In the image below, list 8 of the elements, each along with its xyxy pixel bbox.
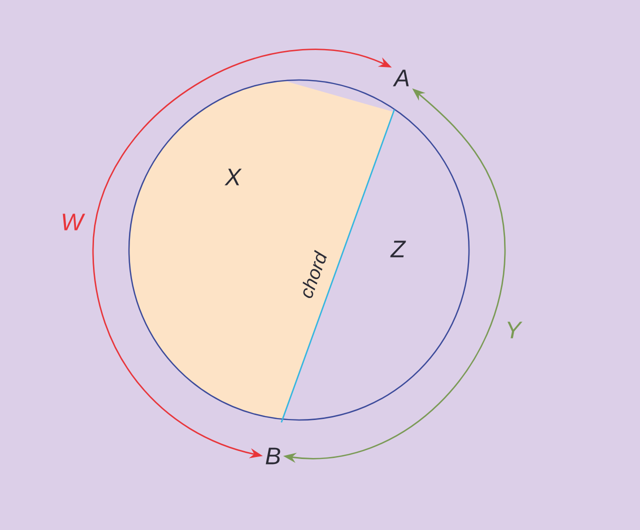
edge-label: chord — [302, 250, 327, 298]
point-label: A — [392, 70, 409, 86]
point-label: B — [266, 448, 280, 464]
chord-line — [280, 109, 396, 423]
edge-label: W — [62, 214, 86, 230]
edge-label: Y — [508, 322, 522, 338]
region-label: Z — [390, 240, 406, 258]
region-label: X — [224, 168, 242, 186]
